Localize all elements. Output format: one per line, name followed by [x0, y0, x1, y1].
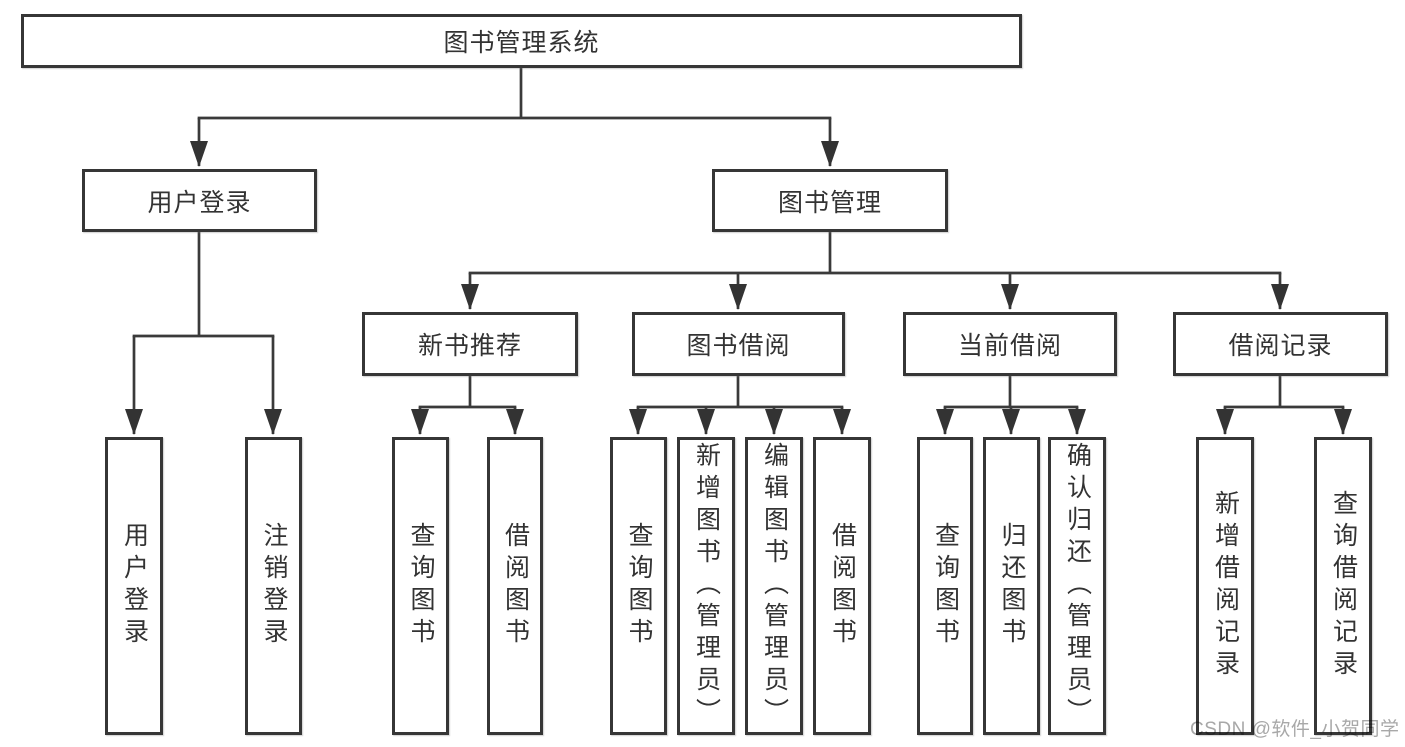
leaf-edit-books-admin: 编辑图书（管理员）: [745, 437, 803, 735]
node-label: 归还图书: [998, 522, 1026, 650]
leaf-query-borrow-record: 查询借阅记录: [1314, 437, 1372, 735]
leaf-return-books: 归还图书: [983, 437, 1040, 735]
node-label: 用户登录: [120, 522, 149, 650]
node-current-borrowing: 当前借阅: [903, 312, 1117, 376]
node-book-borrowing: 图书借阅: [632, 312, 845, 376]
leaf-borrowing-query-books: 查询图书: [610, 437, 667, 735]
leaf-add-books-admin: 新增图书（管理员）: [677, 437, 735, 735]
node-label: 新增图书（管理员）: [692, 442, 721, 730]
node-library-management-system: 图书管理系统: [21, 14, 1022, 68]
leaf-user-login: 用户登录: [105, 437, 163, 735]
node-label: 图书管理: [777, 188, 882, 217]
node-label: 新书推荐: [417, 332, 522, 360]
node-label: 借阅记录: [1228, 332, 1333, 360]
node-label: 借阅图书: [828, 522, 857, 650]
node-new-book-recommendation: 新书推荐: [362, 312, 578, 376]
node-label: 编辑图书（管理员）: [760, 442, 789, 730]
leaf-current-query-books: 查询图书: [917, 437, 973, 735]
leaf-logout: 注销登录: [245, 437, 302, 735]
leaf-new-books-borrow-books: 借阅图书: [487, 437, 543, 735]
node-label: 图书借阅: [686, 332, 791, 360]
node-label: 借阅图书: [501, 522, 530, 650]
csdn-watermark: CSDN @软件_小贺同学: [1190, 719, 1400, 740]
node-label: 查询借阅记录: [1329, 490, 1358, 682]
node-label: 图书管理系统: [443, 29, 600, 57]
node-label: 用户登录: [147, 188, 252, 217]
leaf-add-borrow-record: 新增借阅记录: [1196, 437, 1254, 735]
node-label: 确认归还（管理员）: [1063, 442, 1092, 730]
node-label: 查询图书: [931, 522, 960, 650]
node-label: 查询图书: [625, 522, 653, 650]
node-label: 注销登录: [260, 522, 288, 650]
node-label: 查询图书: [407, 522, 435, 650]
leaf-borrowing-borrow-books: 借阅图书: [813, 437, 871, 735]
leaf-new-books-query-books: 查询图书: [392, 437, 449, 735]
node-label: 新增借阅记录: [1211, 490, 1240, 682]
node-user-login: 用户登录: [82, 169, 317, 232]
leaf-confirm-return-admin: 确认归还（管理员）: [1048, 437, 1106, 735]
node-label: 当前借阅: [957, 332, 1062, 360]
node-borrowing-records: 借阅记录: [1173, 312, 1388, 376]
node-book-management: 图书管理: [712, 169, 948, 232]
